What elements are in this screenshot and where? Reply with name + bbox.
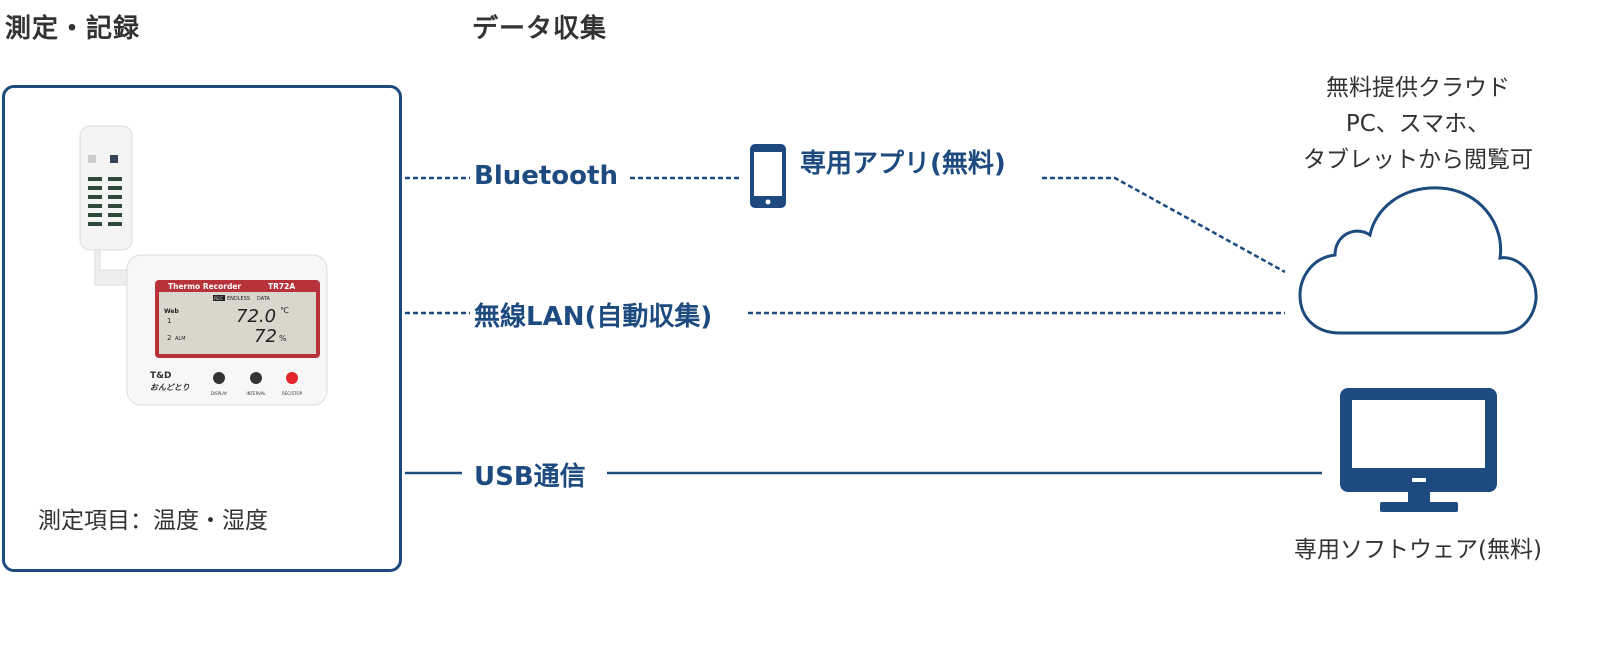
device-title: Thermo Recorder <box>168 282 241 291</box>
device-web: Web <box>164 308 179 315</box>
cloud-caption-line: タブレットから閲覧可 <box>1303 147 1533 173</box>
device-hum-unit: % <box>279 334 287 343</box>
monitor-icon <box>1340 388 1497 512</box>
device-alm: ALM <box>175 336 186 342</box>
device-brand-sub: おんどとり <box>150 383 190 392</box>
device-button-interval: INTERVAL <box>246 391 266 396</box>
device-button-display: DISPLAY <box>211 391 228 396</box>
device-temp: 72.0 <box>236 306 276 327</box>
measure-caption: 測定項目：温度・湿度 <box>38 508 268 534</box>
software-caption: 専用ソフトウェア(無料) <box>1294 537 1542 563</box>
app-to-cloud-line <box>1042 176 1286 274</box>
device-ch2: 2 <box>167 334 171 342</box>
app-label: 専用アプリ(無料) <box>796 143 1010 180</box>
device-model: TR72A <box>268 282 295 291</box>
device-button-recstop: REC/STOP <box>282 391 303 396</box>
heading-measure: 測定・記録 <box>5 14 141 44</box>
device-ch1: 1 <box>167 317 171 325</box>
wlan-label: 無線LAN(自動収集) <box>470 296 717 333</box>
usb-label: USB通信 <box>470 456 590 493</box>
cloud-icon <box>1298 186 1538 335</box>
device-temp-unit: ℃ <box>280 306 289 315</box>
cloud-caption-line: PC、スマホ、 <box>1345 111 1491 137</box>
device-hum: 72 <box>254 326 277 347</box>
smartphone-icon <box>750 144 786 208</box>
measurement-box <box>2 85 402 572</box>
cloud-caption: 無料提供クラウド PC、スマホ、 タブレットから閲覧可 <box>1258 70 1578 178</box>
thermo-recorder-device: Thermo Recorder TR72A REC ENDLESS DATA W… <box>79 125 328 406</box>
cloud-caption-line: 無料提供クラウド <box>1326 75 1510 101</box>
device-brand: T&D <box>150 371 171 381</box>
heading-collect: データ収集 <box>472 14 608 44</box>
device-endless: ENDLESS <box>227 296 250 302</box>
device-rec: REC <box>214 296 223 302</box>
device-data: DATA <box>257 296 270 302</box>
bluetooth-label: Bluetooth <box>470 161 622 191</box>
